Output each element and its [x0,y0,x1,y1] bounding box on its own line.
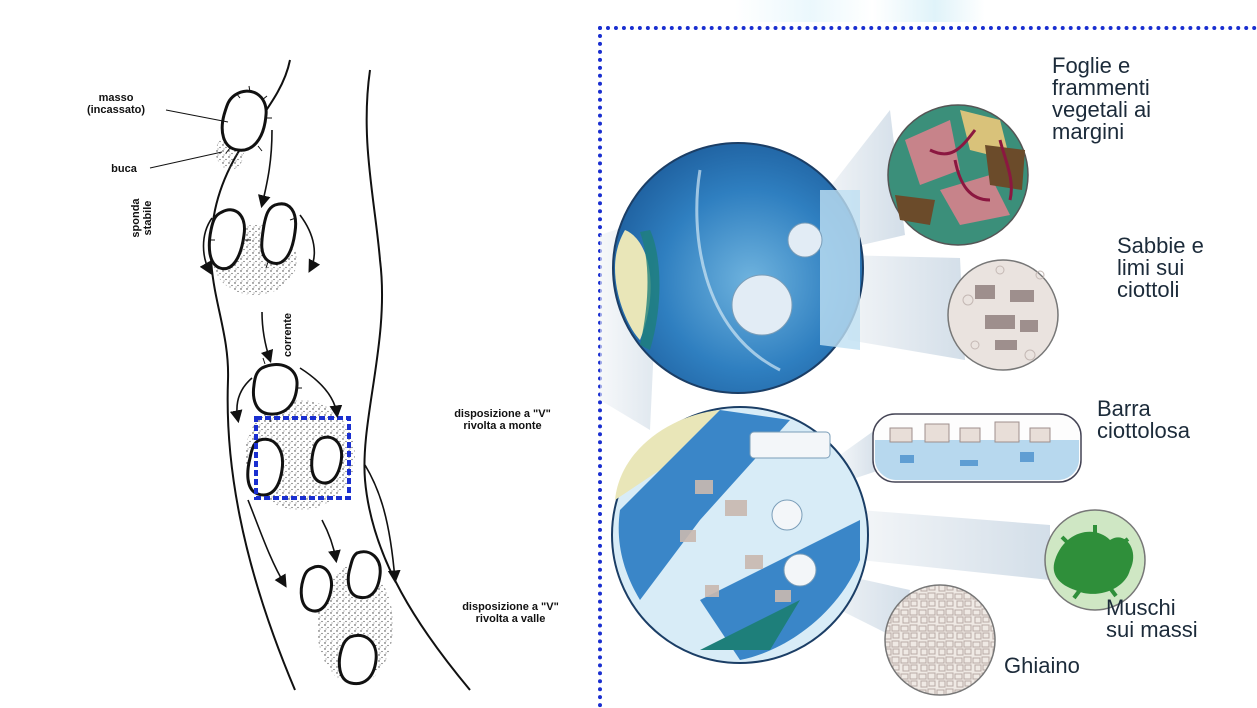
flow-arrow-4 [262,312,270,360]
wedge-muschi [860,510,1050,580]
top-decoration [735,0,985,22]
ghiaino-circle [885,585,995,695]
boulder-7 [301,566,331,611]
flow-arrow-5 [237,378,252,420]
boulder-5 [248,439,283,495]
sabbie-circle [948,260,1058,370]
label-v-valle: disposizione a "V" rivolta a valle [438,601,583,625]
boulder-1 [222,91,266,150]
barra-pill [873,414,1081,482]
label-barra: Barra ciottolosa [1097,398,1190,442]
label-sponda-stabile: sponda stabile [130,188,154,248]
boulder-4 [253,365,297,415]
flow-arrow-8 [322,520,336,560]
foglie-circle [888,105,1028,245]
label-v-monte: disposizione a "V" rivolta a monte [430,408,575,432]
boulder-9 [339,635,376,683]
boulder-8 [348,552,380,598]
label-corrente: corrente [282,313,294,357]
label-masso: masso (incassato) [80,92,152,116]
pool-circle [613,143,863,393]
label-buca: buca [104,163,144,175]
riffle-circle [612,407,868,663]
flow-arrow-1 [262,130,272,205]
label-sabbie: Sabbie e limi sui ciottoli [1117,235,1204,301]
label-muschi: Muschi sui massi [1106,597,1198,641]
flow-arrow-3 [300,215,314,270]
boulder-6 [312,437,342,483]
label-foglie: Foglie e frammenti vegetali ai margini [1052,55,1151,143]
label-ghiaino: Ghiaino [1004,655,1080,677]
